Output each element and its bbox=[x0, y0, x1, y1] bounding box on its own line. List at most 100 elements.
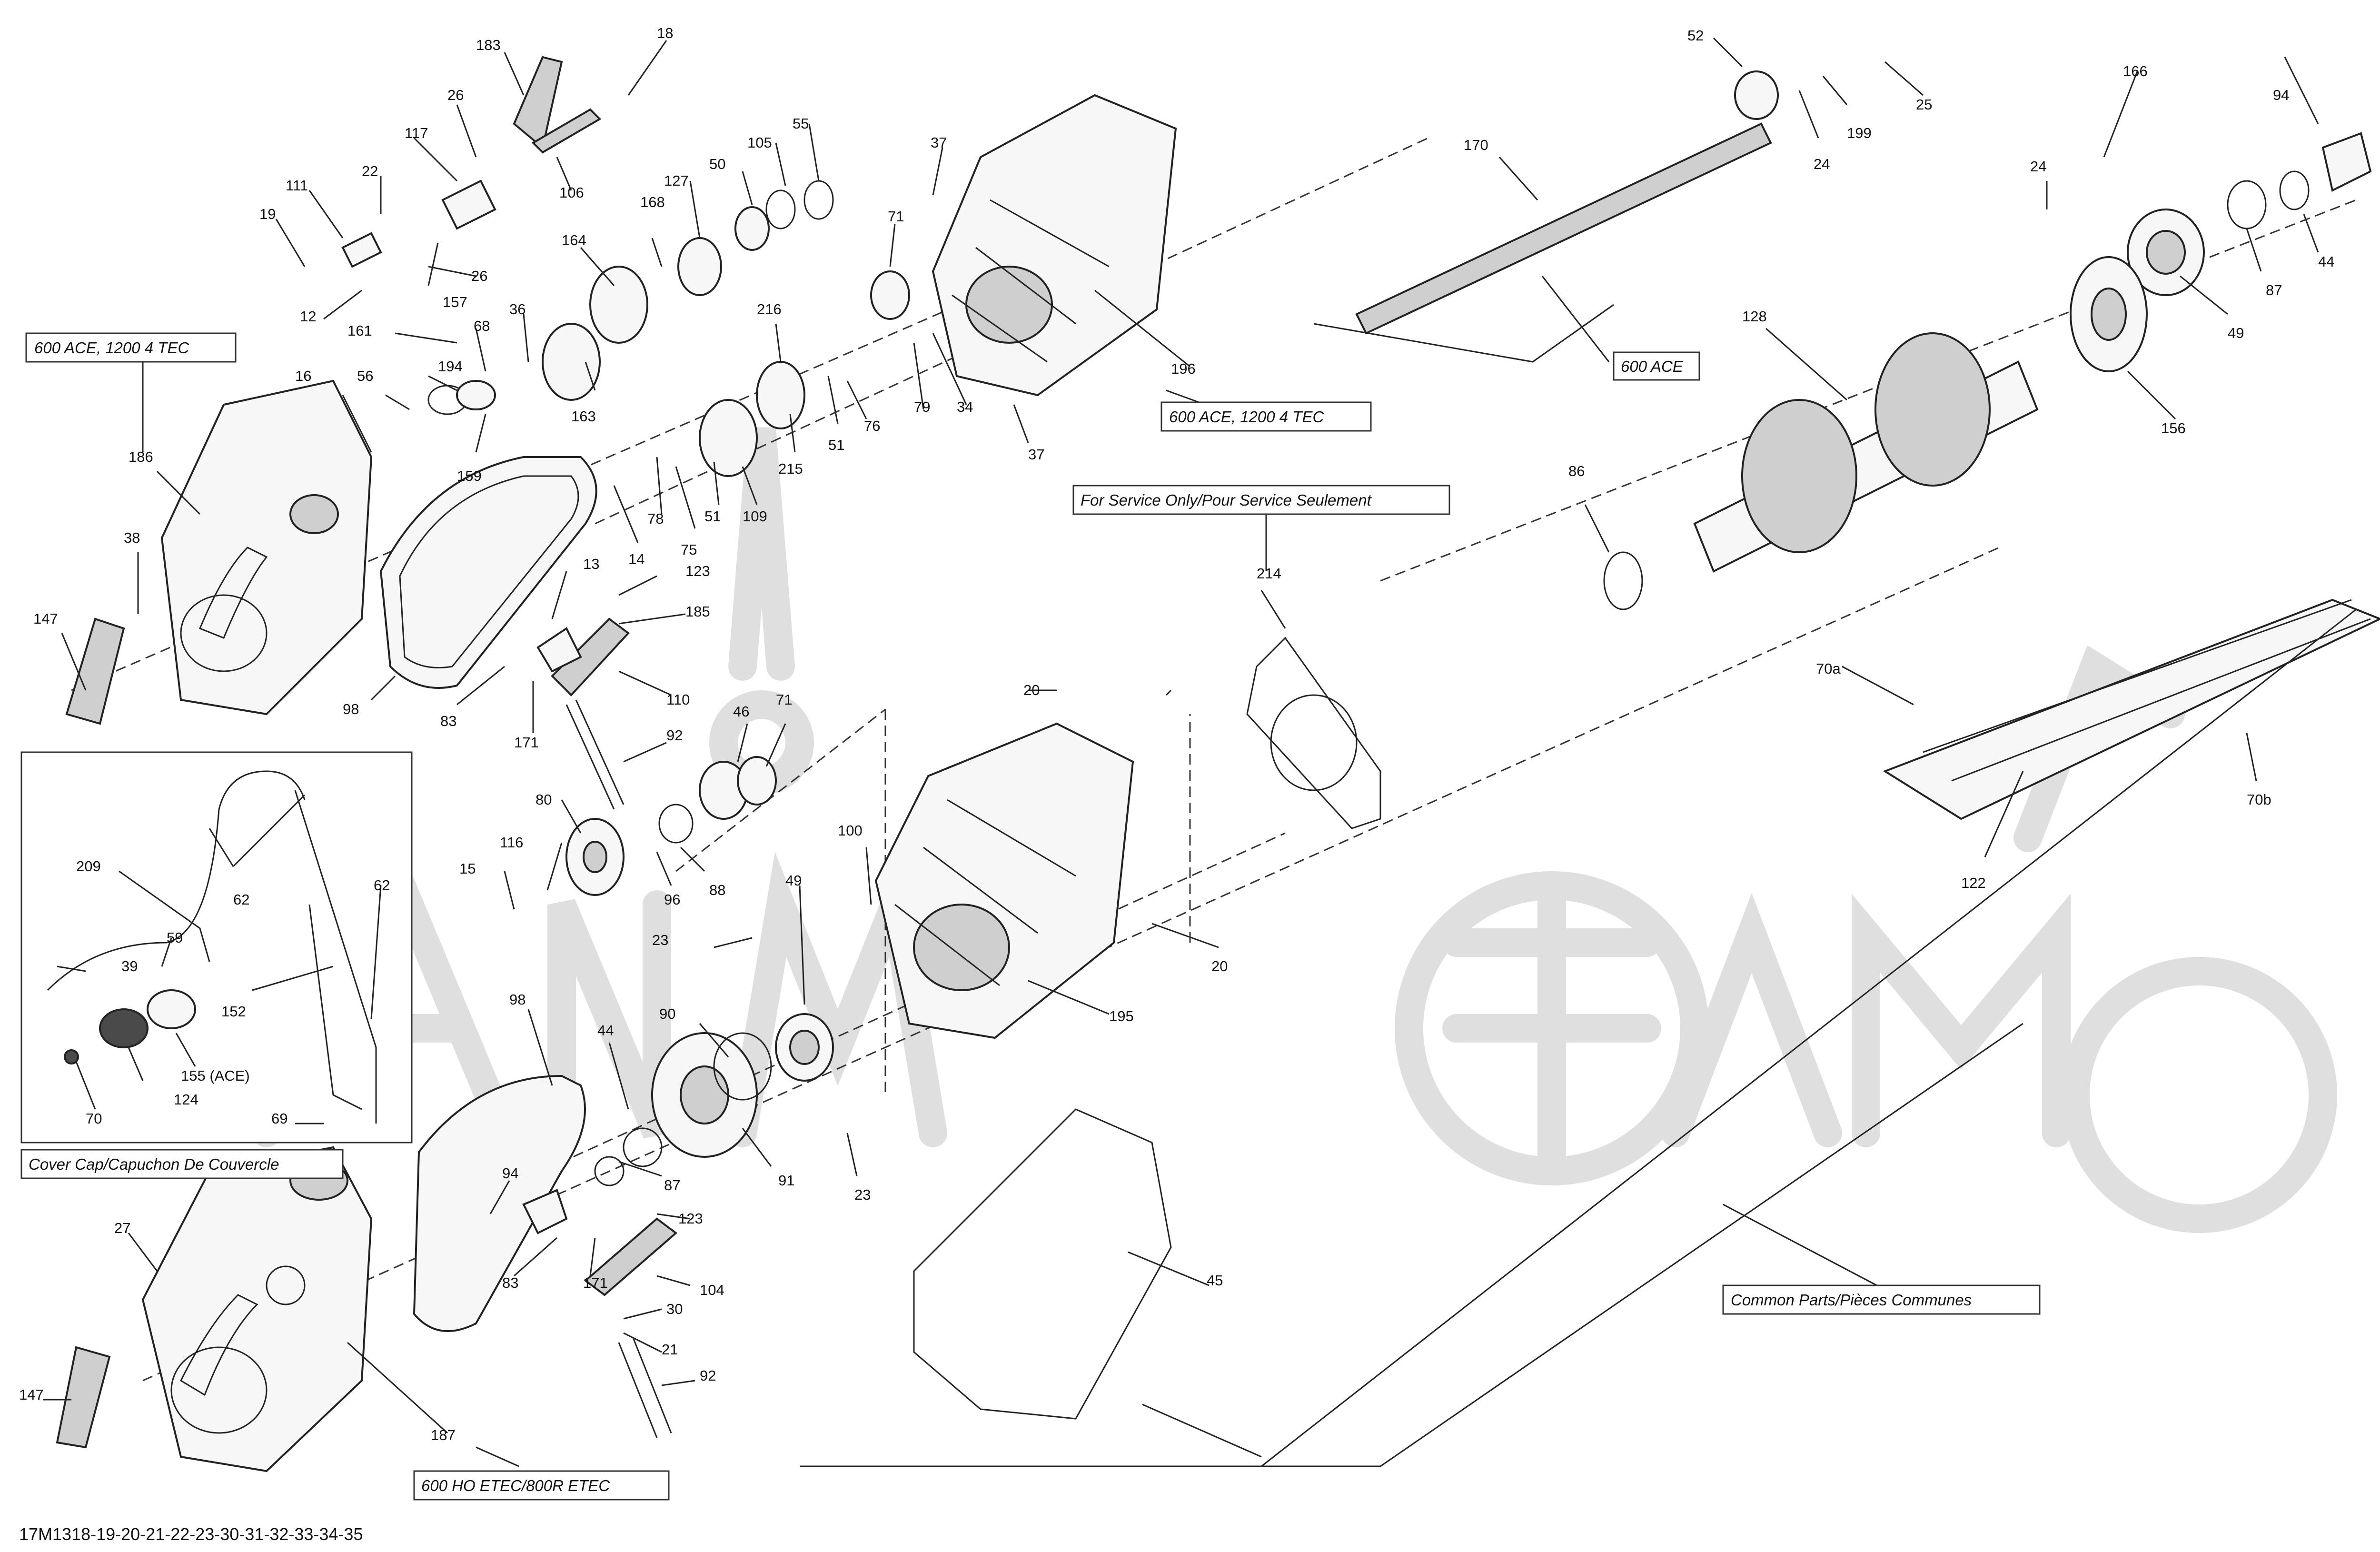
callout: 45 bbox=[1207, 1272, 1223, 1289]
callout: 100 bbox=[838, 822, 863, 839]
callout: 71 bbox=[888, 208, 904, 225]
callout: 215 bbox=[778, 460, 803, 477]
callout: 214 bbox=[1257, 565, 1281, 582]
callout: 26 bbox=[471, 268, 487, 284]
callout: 20 bbox=[1211, 958, 1228, 975]
callout: 98 bbox=[343, 701, 359, 717]
callout: 71 bbox=[776, 691, 792, 708]
chaincase-cover-186 bbox=[160, 379, 373, 716]
callout: 122 bbox=[1961, 875, 1986, 891]
callout: 38 bbox=[124, 529, 140, 546]
callout: 51 bbox=[828, 437, 844, 453]
callout: 159 bbox=[457, 468, 482, 484]
group-label-common-parts: Common Parts/Pièces Communes bbox=[1722, 1284, 2041, 1315]
callout: 86 bbox=[1568, 463, 1585, 479]
callout: 70a bbox=[1816, 660, 1841, 677]
shift-linkage bbox=[341, 56, 602, 268]
callout: 168 bbox=[640, 194, 665, 210]
callout: 91 bbox=[778, 1172, 794, 1189]
group-label-600-ho-etec-800r-etec: 600 HO ETEC/800R ETEC bbox=[413, 1470, 670, 1501]
group-label-600-ace-1200-4-tec-left: 600 ACE, 1200 4 TEC bbox=[25, 332, 237, 363]
callout: 170 bbox=[1464, 137, 1488, 153]
callout: 96 bbox=[664, 891, 680, 908]
group-label-600-ace-1200-4-tec-right: 600 ACE, 1200 4 TEC bbox=[1160, 401, 1372, 432]
chaincase-cover-187 bbox=[141, 1146, 373, 1472]
callout: 44 bbox=[2318, 253, 2334, 270]
callout: 37 bbox=[931, 134, 947, 151]
callout: 49 bbox=[785, 872, 802, 889]
callout: 83 bbox=[502, 1274, 518, 1291]
callout: 75 bbox=[681, 541, 697, 558]
callout: 94 bbox=[2273, 87, 2289, 103]
sprocket-91 bbox=[651, 1032, 758, 1158]
bearings-49 bbox=[775, 209, 2205, 1082]
callout: 69 bbox=[271, 1110, 288, 1127]
callout: 209 bbox=[76, 858, 101, 875]
svg-text:600 HO ETEC/800R ETEC: 600 HO ETEC/800R ETEC bbox=[421, 1477, 610, 1494]
callout: 147 bbox=[33, 610, 58, 627]
callout: 23 bbox=[854, 1186, 871, 1203]
callout: 52 bbox=[1687, 27, 1704, 44]
chaincase-housing-196 bbox=[932, 94, 1177, 397]
callout: 24 bbox=[2030, 158, 2046, 175]
callout: 59 bbox=[167, 929, 183, 946]
svg-text:600 ACE, 1200 4 TEC: 600 ACE, 1200 4 TEC bbox=[34, 339, 189, 357]
callout: 171 bbox=[583, 1274, 608, 1291]
callout: 24 bbox=[1814, 156, 1830, 172]
svg-text:For Service Only/Pour Service: For Service Only/Pour Service Seulement bbox=[1081, 491, 1372, 509]
callout: 166 bbox=[2123, 63, 2148, 80]
callout: 83 bbox=[440, 713, 456, 729]
callout: 161 bbox=[347, 322, 372, 339]
svg-text:600 ACE, 1200 4 TEC: 600 ACE, 1200 4 TEC bbox=[1169, 408, 1324, 426]
callout: 199 bbox=[1847, 125, 1872, 141]
callout: 109 bbox=[743, 508, 767, 525]
callout: 26 bbox=[447, 87, 464, 103]
track-support-122 bbox=[1883, 598, 2380, 820]
callout: 92 bbox=[666, 727, 683, 744]
callout: 62 bbox=[374, 877, 390, 894]
callout: 157 bbox=[443, 294, 467, 310]
callout: 27 bbox=[114, 1220, 130, 1236]
callout: 16 bbox=[295, 368, 311, 384]
callout: 39 bbox=[121, 958, 138, 975]
callout: 117 bbox=[405, 125, 428, 141]
drive-chain-98-lower bbox=[413, 1074, 586, 1332]
callout: 79 bbox=[914, 398, 930, 415]
callout: 128 bbox=[1742, 308, 1767, 325]
callout: 13 bbox=[583, 556, 599, 572]
small-bearings-seals bbox=[427, 70, 2372, 1186]
callout: 50 bbox=[709, 156, 725, 172]
callout: 163 bbox=[571, 408, 596, 425]
callout: 111 bbox=[286, 177, 308, 194]
o-ring-45 bbox=[913, 1108, 1172, 1420]
group-label-cover-cap: Cover Cap/Capuchon De Couvercle bbox=[20, 1149, 344, 1179]
group-label-service-only: For Service Only/Pour Service Seulement bbox=[1072, 485, 1450, 515]
callout: 123 bbox=[678, 1210, 703, 1227]
callout: 34 bbox=[957, 398, 973, 415]
callout: 14 bbox=[628, 551, 645, 567]
callout: 19 bbox=[259, 206, 276, 222]
cover-cap-parts bbox=[47, 770, 377, 1124]
callout: 36 bbox=[509, 301, 526, 318]
drive-axle-128 bbox=[1693, 332, 2039, 573]
callout: 155 (ACE) bbox=[181, 1067, 250, 1084]
callout: 171 bbox=[514, 734, 539, 751]
callout: 30 bbox=[666, 1301, 683, 1317]
callout: 25 bbox=[1916, 96, 1932, 113]
diagram-code: 17M1318-19-20-21-22-23-30-31-32-33-34-35 bbox=[19, 1524, 363, 1544]
callout: 22 bbox=[362, 163, 378, 179]
callout: 55 bbox=[793, 115, 809, 132]
callout: 78 bbox=[647, 510, 664, 527]
callout: 68 bbox=[474, 318, 490, 334]
svg-text:Common Parts/Pièces Communes: Common Parts/Pièces Communes bbox=[1731, 1291, 1972, 1309]
callout: 196 bbox=[1171, 360, 1196, 377]
callout: 44 bbox=[597, 1022, 614, 1039]
callout: 164 bbox=[562, 232, 586, 249]
callout: 127 bbox=[664, 172, 689, 189]
callout: 194 bbox=[438, 358, 463, 375]
flange-156 bbox=[2070, 256, 2148, 372]
callout: 18 bbox=[657, 25, 673, 41]
callout: 49 bbox=[2228, 325, 2244, 341]
callout: 20 bbox=[1023, 682, 1040, 698]
gear-80 bbox=[565, 818, 625, 896]
